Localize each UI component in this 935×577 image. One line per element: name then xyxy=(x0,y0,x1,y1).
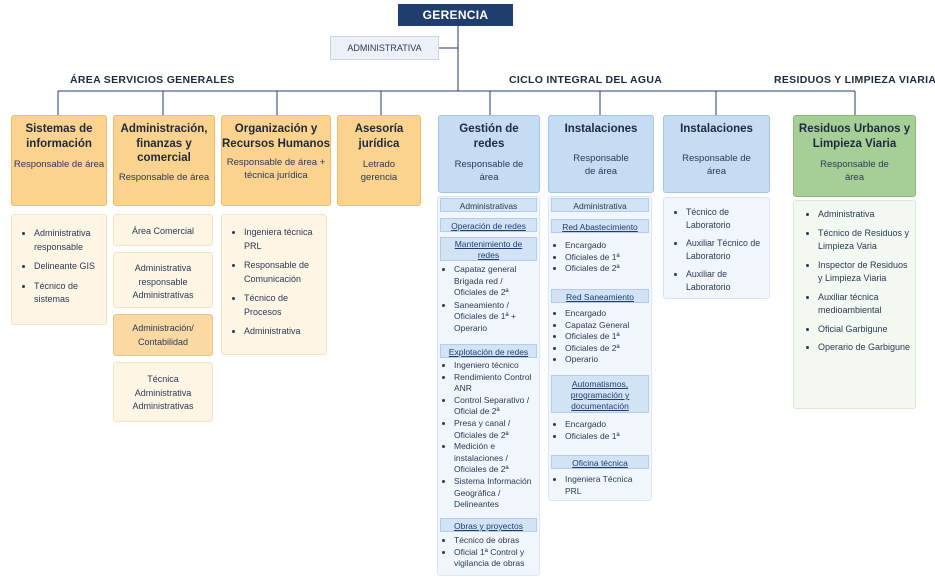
dept-subtitle: Letrado gerencia xyxy=(360,159,398,183)
red-saneamiento-list: Encargado Capataz General Oficiales de 1… xyxy=(548,308,652,366)
gestion-administrativas: Administrativas xyxy=(440,198,537,212)
dept-title: Instalaciones xyxy=(680,123,753,135)
dept-title: Asesoría jurídica xyxy=(354,123,404,150)
gerencia-box: GERENCIA xyxy=(398,4,513,26)
list-item: Ingeniero técnico xyxy=(454,360,537,372)
automatismos-list: Encargado Oficiales de 1ª xyxy=(548,419,652,442)
dept-sistemas-head: Sistemas de información Responsable de á… xyxy=(11,115,107,206)
dept-title: Instalaciones xyxy=(564,123,638,135)
list-item: Oficial 1ª Control y vigilancia de obras xyxy=(454,547,537,570)
dept-subtitle: Responsable de área xyxy=(820,159,889,183)
dept-title: Organización y Recursos Humanos xyxy=(222,123,331,150)
oficina-tecnica-list: Ingeniera Técnica PRL xyxy=(548,474,652,497)
dept-instalaciones2-list: Técnico de Laboratorio Auxiliar Técnico … xyxy=(663,197,770,299)
dept-title: Sistemas de información xyxy=(25,123,93,150)
dept-title: Administración, finanzas y comercial xyxy=(120,123,208,164)
list-item: Auxiliar técnica medioambiental xyxy=(818,291,911,318)
list-item: Técnico de Residuos y Limpieza Varia xyxy=(818,227,911,254)
dept-subtitle: Responsable de área xyxy=(13,159,105,170)
dept-instalaciones1-column xyxy=(548,196,652,501)
dept-instalaciones2-head: Instalaciones Responsable de área xyxy=(663,115,770,193)
instalaciones-administrativa: Administrativa xyxy=(551,198,649,212)
list-item: Técnico de Laboratorio xyxy=(686,206,765,232)
list-item: Ingeniera técnica PRL xyxy=(244,226,322,253)
list-item: Auxiliar Técnico de Laboratorio xyxy=(686,237,765,263)
red-saneamiento: Red Saneamiento xyxy=(551,289,649,303)
dept-sistemas-list: Administrativa responsable Delineante GI… xyxy=(11,214,107,325)
list-item: Oficiales de 1ª xyxy=(565,431,649,443)
tecnica-administrativa-box: Técnica Administrativa Administrativas xyxy=(113,362,213,422)
area-comercial-box: Área Comercial xyxy=(113,214,213,246)
list-item: Oficiales de 2ª xyxy=(565,343,649,355)
dept-asesoria-head: Asesoría jurídica Letrado gerencia xyxy=(337,115,421,206)
list-item: Inspector de Residuos y Limpieza Viaria xyxy=(818,259,911,286)
dept-title: Gestión de redes xyxy=(459,123,519,150)
section-residuos: RESIDUOS Y LIMPIEZA VIARIA xyxy=(774,74,935,86)
gestion-operacion-redes: Operación de redes xyxy=(440,218,537,232)
list-item: Operario xyxy=(565,354,649,366)
gestion-explotacion-redes: Explotación de redes xyxy=(440,344,537,358)
dept-subtitle: Responsable de área xyxy=(573,152,629,177)
admin-responsable-box: Administrativa responsable Administrativ… xyxy=(113,252,213,308)
automatismos-programacion: Automatismos, programación y documentaci… xyxy=(551,375,649,413)
list-item: Saneamiento / Oficiales de 1ª + Operario xyxy=(454,300,537,335)
dept-title: Residuos Urbanos y Limpieza Viaria xyxy=(798,123,911,150)
list-item: Oficiales de 1ª xyxy=(565,252,649,264)
list-item: Capataz general Brigada red / Oficiales … xyxy=(454,264,537,299)
dept-subtitle: Responsable de área xyxy=(118,171,210,183)
list-item: Oficial Garbigune xyxy=(818,323,911,337)
section-servicios-generales: ÁREA SERVICIOS GENERALES xyxy=(70,74,235,86)
list-item: Rendimiento Control ANR xyxy=(454,372,537,395)
list-item: Oficiales de 1ª xyxy=(565,331,649,343)
dept-subtitle: Responsable de área + técnica jurídica xyxy=(226,157,326,181)
list-item: Administrativa responsable xyxy=(34,227,102,254)
list-item: Oficiales de 2ª xyxy=(565,263,649,275)
dept-residuos-list: Administrativa Técnico de Residuos y Lim… xyxy=(793,200,916,409)
red-abastecimiento-list: Encargado Oficiales de 1ª Oficiales de 2… xyxy=(548,240,652,275)
dept-instalaciones1-head: Instalaciones Responsable de área xyxy=(548,115,654,193)
list-item: Técnico de sistemas xyxy=(34,280,102,307)
dept-gestion-head: Gestión de redes Responsable de área xyxy=(438,115,540,193)
section-ciclo-agua: CICLO INTEGRAL DEL AGUA xyxy=(509,74,663,86)
gestion-mantenimiento-list: Capataz general Brigada red / Oficiales … xyxy=(437,264,540,335)
list-item: Delineante GIS xyxy=(34,260,102,274)
gestion-mantenimiento-redes: Mantenimiento de redes xyxy=(440,237,537,261)
list-item: Administrativa xyxy=(818,208,911,222)
red-abastecimiento: Red Abastecimiento xyxy=(551,219,649,233)
gestion-obras-list: Técnico de obras Oficial 1ª Control y vi… xyxy=(437,535,540,570)
dept-admin-head: Administración, finanzas y comercial Res… xyxy=(113,115,215,206)
dept-organizacion-head: Organización y Recursos Humanos Responsa… xyxy=(221,115,331,206)
dept-subtitle: Responsable de área xyxy=(454,159,524,183)
list-item: Encargado xyxy=(565,308,649,320)
admin-contabilidad-box: Administración/ Contabilidad xyxy=(113,314,213,356)
dept-organizacion-list: Ingeniera técnica PRL Responsable de Com… xyxy=(221,214,327,355)
oficina-tecnica: Oficina técnica xyxy=(551,455,649,469)
dept-subtitle: Responsable de área xyxy=(682,152,751,177)
list-item: Control Separativo / Oficial de 2ª xyxy=(454,395,537,418)
gestion-explotacion-list: Ingeniero técnico Rendimiento Control AN… xyxy=(437,360,540,511)
list-item: Encargado xyxy=(565,240,649,252)
list-item: Encargado xyxy=(565,419,649,431)
list-item: Sistema Información Geográfica / Delinea… xyxy=(454,476,537,511)
list-item: Responsable de Comunicación xyxy=(244,259,322,286)
list-item: Técnico de obras xyxy=(454,535,537,547)
list-item: Capataz General xyxy=(565,320,649,332)
list-item: Técnico de Procesos xyxy=(244,292,322,319)
gestion-obras-proyectos: Obras y proyectos xyxy=(440,518,537,532)
list-item: Medición e instalaciones / Oficiales de … xyxy=(454,441,537,476)
list-item: Ingeniera Técnica PRL xyxy=(565,474,649,497)
dept-residuos-head: Residuos Urbanos y Limpieza Viaria Respo… xyxy=(793,115,916,197)
list-item: Operario de Garbigune xyxy=(818,341,911,355)
administrativa-box: ADMINISTRATIVA xyxy=(330,36,439,60)
list-item: Presa y canal / Oficiales de 2ª xyxy=(454,418,537,441)
list-item: Administrativa xyxy=(244,325,322,339)
list-item: Auxiliar de Laboratorio xyxy=(686,268,765,294)
